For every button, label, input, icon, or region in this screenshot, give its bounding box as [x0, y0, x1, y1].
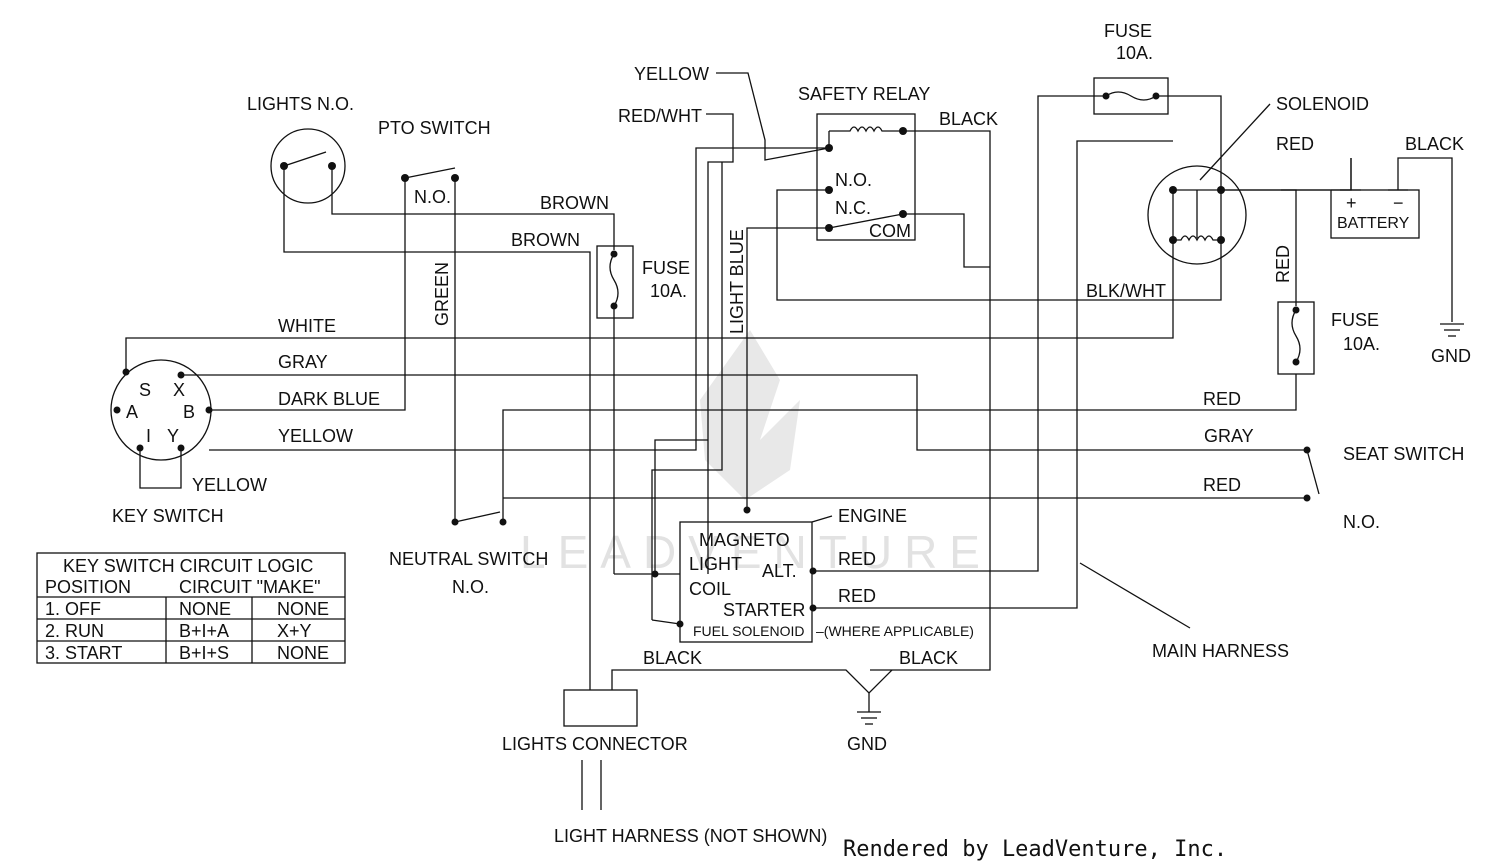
wire-brown-1: BROWN	[540, 193, 609, 213]
pto-switch: PTO SWITCH N.O.	[378, 118, 491, 207]
table-cell: NONE	[277, 643, 329, 663]
solenoid-label: SOLENOID	[1276, 94, 1369, 114]
seat-switch: SEAT SWITCH N.O.	[1303, 444, 1464, 532]
wire-red-fuse-right: RED	[1203, 389, 1241, 409]
key-switch-logic-table: KEY SWITCH CIRCUIT LOGIC POSITION CIRCUI…	[36, 552, 346, 664]
battery-label: BATTERY	[1337, 215, 1410, 232]
starter-label: STARTER	[723, 600, 805, 620]
coil-label: COIL	[689, 579, 731, 599]
neutral-no-label: N.O.	[452, 577, 489, 597]
key-switch-label: KEY SWITCH	[112, 506, 224, 526]
key-terminal-s: S	[139, 380, 151, 400]
wire-red-starter: RED	[838, 586, 876, 606]
key-terminal-x: X	[173, 380, 185, 400]
alt-label: ALT.	[762, 561, 797, 581]
table-cell: 1. OFF	[45, 599, 101, 619]
relay-nc-label: N.C.	[835, 198, 871, 218]
wires	[125, 72, 1453, 810]
engine-label: ENGINE	[838, 506, 907, 526]
wire-red-seat: RED	[1203, 475, 1241, 495]
lights-no-label: LIGHTS N.O.	[247, 94, 354, 114]
table-cell: B+I+S	[179, 643, 229, 663]
engine: ENGINE MAGNETO LIGHT COIL ALT. STARTER F…	[651, 506, 974, 643]
wire-yellow-left: YELLOW	[278, 426, 353, 446]
wire-red-vertical: RED	[1273, 245, 1293, 283]
seat-no-label: N.O.	[1343, 512, 1380, 532]
safety-relay: SAFETY RELAY N.O. N.C. COM	[798, 84, 930, 241]
safety-relay-label: SAFETY RELAY	[798, 84, 930, 104]
wire-black-battery: BLACK	[1405, 134, 1464, 154]
relay-no-label: N.O.	[835, 170, 872, 190]
lights-switch: LIGHTS N.O.	[247, 94, 354, 204]
table-cell: 3. START	[45, 643, 122, 663]
table-cell: X+Y	[277, 621, 312, 641]
wire-black-bottom-left: BLACK	[643, 648, 702, 668]
wire-red-solenoid: RED	[1276, 134, 1314, 154]
wire-black-relay: BLACK	[939, 109, 998, 129]
table-cell: 2. RUN	[45, 621, 104, 641]
wire-gray-seat: GRAY	[1204, 426, 1254, 446]
lights-connector-label: LIGHTS CONNECTOR	[502, 734, 688, 754]
fuel-solenoid-label: FUEL SOLENOID	[693, 623, 805, 639]
wire-red-alt: RED	[838, 549, 876, 569]
relay-com-label: COM	[869, 221, 911, 241]
wire-brown-2: BROWN	[511, 230, 580, 250]
fuse-right-amp: 10A.	[1343, 334, 1380, 354]
key-terminal-i: I	[146, 426, 151, 446]
watermark-text: LEADVENTURE	[520, 526, 992, 578]
light-label: LIGHT	[689, 554, 742, 574]
battery-minus: −	[1393, 193, 1404, 213]
fuse-top-amp: 10A.	[1116, 43, 1153, 63]
wire-labels: YELLOW RED/WHT BLACK BROWN BROWN GREEN L…	[192, 64, 1464, 668]
battery: + − BATTERY	[1330, 189, 1420, 239]
ground-right: GND	[1431, 323, 1471, 366]
fuse-left-label: FUSE	[642, 258, 690, 278]
wire-yellow-top: YELLOW	[634, 64, 709, 84]
fuse-right-label: FUSE	[1331, 310, 1379, 330]
fuse-top-label: FUSE	[1104, 21, 1152, 41]
wire-blk-wht: BLK/WHT	[1086, 281, 1166, 301]
fuse-top: FUSE 10A.	[1093, 21, 1169, 115]
key-switch: S X A B I Y KEY SWITCH	[110, 359, 224, 526]
wire-light-blue: LIGHT BLUE	[727, 229, 747, 334]
seat-switch-label: SEAT SWITCH	[1343, 444, 1464, 464]
light-harness-label: LIGHT HARNESS (NOT SHOWN)	[554, 826, 827, 846]
magneto-label: MAGNETO	[699, 530, 790, 550]
key-terminal-b: B	[183, 402, 195, 422]
fuse-right: FUSE 10A.	[1277, 301, 1380, 375]
lights-connector: LIGHTS CONNECTOR LIGHT HARNESS (NOT SHOW…	[502, 689, 827, 846]
table-cell: B+I+A	[179, 621, 229, 641]
key-terminal-a: A	[126, 402, 138, 422]
wire-red-wht: RED/WHT	[618, 106, 702, 126]
ground-bottom: GND	[847, 711, 887, 754]
table-cell: NONE	[179, 599, 231, 619]
fuse-left: FUSE 10A.	[596, 245, 690, 319]
fuse-left-amp: 10A.	[650, 281, 687, 301]
watermark: LEADVENTURE	[520, 330, 992, 578]
table-title: KEY SWITCH CIRCUIT LOGIC	[63, 556, 313, 576]
battery-plus: +	[1346, 193, 1357, 213]
gnd-bottom-label: GND	[847, 734, 887, 754]
wire-green: GREEN	[432, 262, 452, 326]
pto-no-label: N.O.	[414, 187, 451, 207]
solenoid: SOLENOID	[1147, 94, 1369, 265]
main-harness-label: MAIN HARNESS	[1152, 641, 1289, 661]
wire-dark-blue: DARK BLUE	[278, 389, 380, 409]
neutral-switch-label: NEUTRAL SWITCH	[389, 549, 548, 569]
table-header-position: POSITION	[45, 577, 131, 597]
wire-black-bottom-right: BLACK	[899, 648, 958, 668]
wire-yellow-key: YELLOW	[192, 475, 267, 495]
pto-switch-label: PTO SWITCH	[378, 118, 491, 138]
table-cell: NONE	[277, 599, 329, 619]
key-terminal-y: Y	[167, 426, 179, 446]
where-applicable-label: –(WHERE APPLICABLE)	[816, 623, 974, 639]
gnd-right-label: GND	[1431, 346, 1471, 366]
wire-gray-left: GRAY	[278, 352, 328, 372]
wire-white: WHITE	[278, 316, 336, 336]
table-header-circuit: CIRCUIT "MAKE"	[179, 577, 320, 597]
watermark-logo-icon	[700, 330, 800, 500]
credit-text: Rendered by LeadVenture, Inc.	[843, 837, 1227, 862]
neutral-switch: NEUTRAL SWITCH N.O.	[389, 511, 548, 597]
